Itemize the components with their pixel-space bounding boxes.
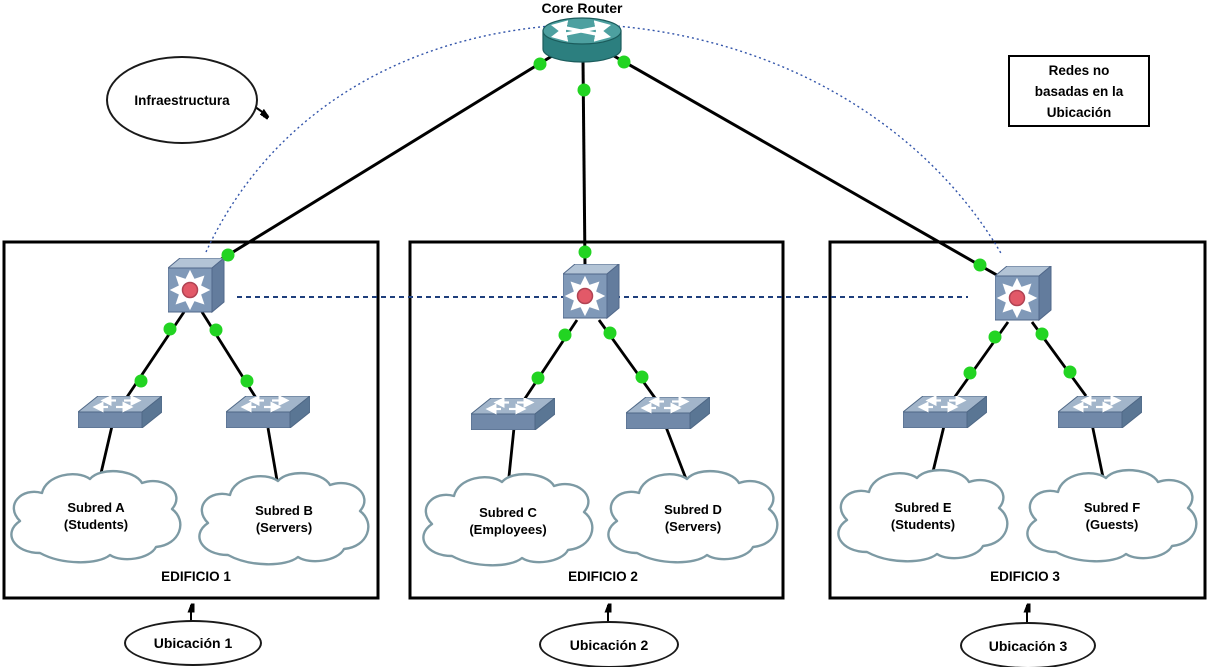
- subnet-e-name: Subred E: [894, 500, 952, 515]
- subnet-b-label: Subred B (Servers): [209, 502, 359, 536]
- location-2-ellipse: Ubicación 2: [539, 621, 679, 667]
- port-dot: [1063, 365, 1077, 379]
- port-dot: [973, 258, 987, 272]
- subnet-a-label: Subred A (Students): [21, 499, 171, 533]
- subnet-e-group: (Students): [890, 517, 956, 532]
- distribution-switch-icon-1: [168, 258, 224, 312]
- port-dot: [635, 370, 649, 384]
- building-1-label: EDIFICIO 1: [161, 569, 231, 584]
- subnet-b-name: Subred B: [255, 503, 313, 518]
- port-dot: [209, 323, 223, 337]
- link-core-to-building3: [613, 54, 1003, 280]
- subnet-c-label: Subred C (Employees): [433, 504, 583, 538]
- subnet-f-label: Subred F (Guests): [1037, 499, 1187, 533]
- subnet-a-name: Subred A: [67, 500, 125, 515]
- link-core-to-building1: [206, 54, 553, 270]
- building-2-label: EDIFICIO 2: [568, 569, 638, 584]
- subnet-f-group: (Guests): [1085, 517, 1139, 532]
- port-dot: [1035, 327, 1049, 341]
- infrastructure-ellipse: Infraestructura: [106, 56, 258, 144]
- port-dot: [558, 328, 572, 342]
- port-dot: [221, 248, 235, 262]
- distribution-switch-icon-3: [995, 266, 1051, 320]
- core-router-label: Core Router: [541, 0, 623, 16]
- non-location-networks-line3: Ubicación: [1046, 104, 1112, 120]
- port-dot: [240, 374, 254, 388]
- port-dot: [603, 326, 617, 340]
- link-access1b-cloudB: [266, 427, 280, 487]
- location-2-label: Ubicación 2: [569, 636, 649, 653]
- link-access2b-cloudD: [664, 426, 690, 485]
- distribution-switch-icon-2: [563, 264, 619, 318]
- port-dot: [617, 55, 631, 69]
- port-dot: [578, 245, 592, 259]
- core-router-icon: [543, 18, 621, 62]
- port-dot: [163, 322, 177, 336]
- subnet-f-name: Subred F: [1083, 500, 1141, 515]
- building-3-label: EDIFICIO 3: [990, 569, 1060, 584]
- subnet-a-group: (Students): [63, 517, 129, 532]
- subnet-e-label: Subred E (Students): [848, 499, 998, 533]
- location-3-label: Ubicación 3: [988, 637, 1068, 654]
- port-dot: [988, 330, 1002, 344]
- port-dot: [531, 371, 545, 385]
- location-1-ellipse: Ubicación 1: [124, 620, 262, 666]
- port-dots: [134, 55, 1077, 388]
- link-access3b-cloudF: [1090, 423, 1106, 483]
- subnet-c-name: Subred C: [479, 505, 537, 520]
- subnet-c-group: (Employees): [469, 522, 547, 537]
- subnet-b-group: (Servers): [255, 520, 313, 535]
- port-dot: [533, 57, 547, 71]
- infrastructure-label: Infraestructura: [134, 92, 230, 108]
- non-location-networks-line1: Redes no: [1048, 62, 1110, 78]
- port-dot: [577, 83, 591, 97]
- non-location-networks-box: Redes no basadas en la Ubicación: [1008, 55, 1150, 127]
- port-dot: [963, 366, 977, 380]
- subnet-d-label: Subred D (Servers): [618, 501, 768, 535]
- port-dot: [134, 374, 148, 388]
- subnet-d-group: (Servers): [664, 519, 722, 534]
- non-location-networks-line2: basadas en la: [1034, 83, 1124, 99]
- location-1-label: Ubicación 1: [153, 635, 233, 651]
- subnet-d-name: Subred D: [664, 502, 722, 517]
- location-3-ellipse: Ubicación 3: [960, 622, 1096, 667]
